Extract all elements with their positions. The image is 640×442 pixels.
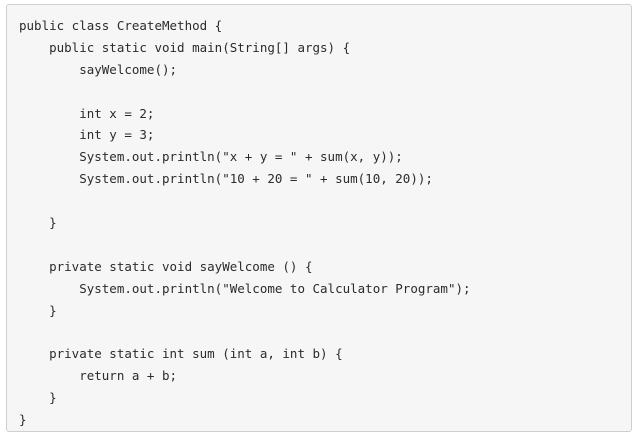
code-line: System.out.println("10 + 20 = " + sum(10… [19, 171, 433, 187]
code-line: public static void main(String[] args) { [19, 39, 351, 55]
code-line: } [19, 302, 57, 318]
code-line: System.out.println("x + y = " + sum(x, y… [19, 149, 403, 165]
code-line [19, 190, 631, 212]
code-block: public class CreateMethod { public stati… [6, 4, 632, 432]
code-line: int x = 2; [19, 105, 155, 121]
code-line: } [19, 412, 27, 428]
code-line: public class CreateMethod { [19, 18, 223, 33]
code-line: private static int sum (int a, int b) { [19, 346, 343, 362]
code-line: } [19, 390, 57, 406]
code-line [19, 234, 631, 256]
code-line: System.out.println("Welcome to Calculato… [19, 280, 471, 296]
code-line: private static void sayWelcome () { [19, 258, 313, 274]
code-line: sayWelcome(); [19, 61, 178, 77]
code-line: } [19, 215, 57, 231]
code-line [19, 81, 631, 103]
code-line: int y = 3; [19, 127, 155, 143]
code-line: return a + b; [19, 368, 178, 384]
code-line [19, 321, 631, 343]
